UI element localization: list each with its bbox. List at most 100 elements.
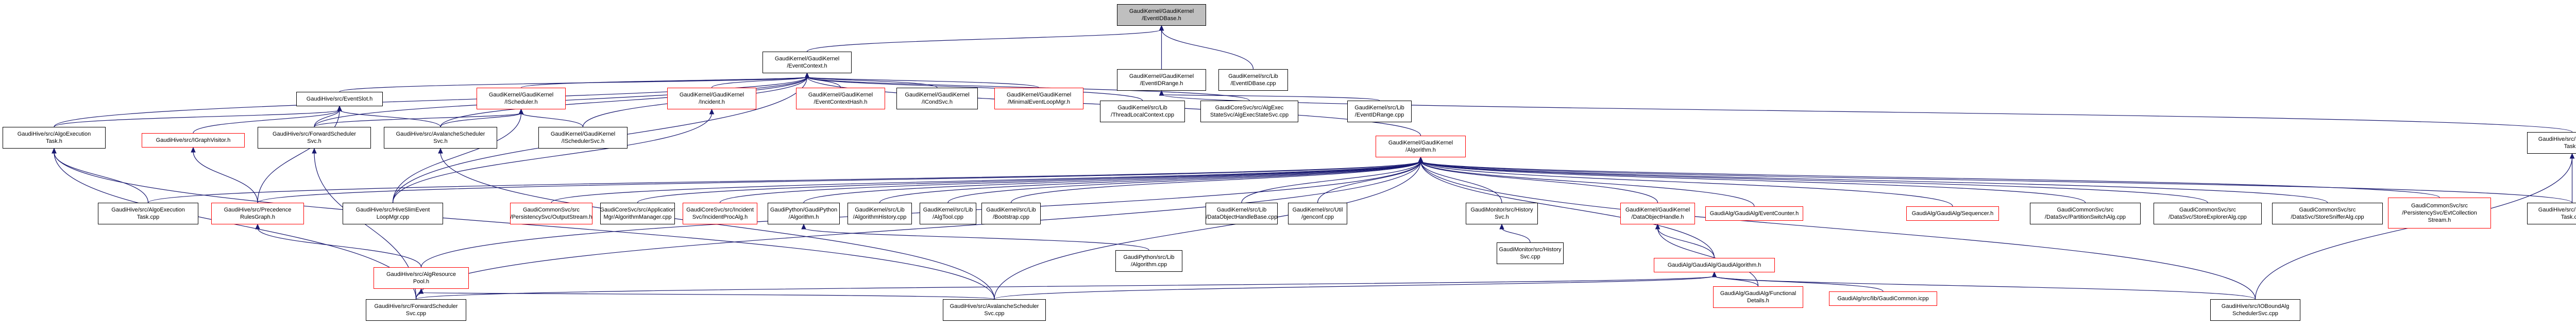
graph-node[interactable]: GaudiKernel/src/Lib /ThreadLocalContext.… — [1100, 101, 1185, 122]
dependency-edge — [54, 76, 808, 127]
dependency-edge — [1317, 160, 1421, 203]
dependency-edge — [1420, 160, 1715, 258]
graph-node[interactable]: GaudiHive/src/ForwardScheduler Svc.cpp — [366, 299, 466, 321]
dependency-edge — [1420, 160, 2573, 203]
graph-node[interactable]: GaudiKernel/GaudiKernel /ISchedulerSvc.h — [538, 127, 628, 149]
dependency-edge — [1420, 160, 1953, 207]
graph-node[interactable]: GaudiCommonSvc/src /DataSvc/StoreSniffer… — [2272, 203, 2383, 224]
arrowhead-icon — [1711, 271, 1717, 278]
dependency-edge — [1501, 227, 1531, 243]
graph-node[interactable]: GaudiAlg/GaudiAlg/Sequencer.h — [1906, 206, 1999, 221]
graph-node[interactable]: GaudiHive/src/AlgoExecution Task.h — [3, 127, 106, 149]
dependency-edge — [1714, 275, 1759, 287]
graph-node[interactable]: GaudiHive/src/IOBoundAlg Task.cpp — [2527, 203, 2576, 224]
dependency-edge — [1420, 160, 2440, 198]
graph-node[interactable]: GaudiHive/src/Precedence RulesGraph.h — [211, 203, 304, 224]
dependency-edge — [415, 275, 1715, 300]
graph-node[interactable]: GaudiKernel/src/Util /genconf.cpp — [1288, 203, 1347, 224]
graph-node[interactable]: GaudiAlg/GaudiAlg/Functional Details.h — [1713, 286, 1803, 308]
graph-node[interactable]: GaudiHive/src/IGraphVisitor.h — [142, 133, 245, 148]
dependency-edge — [711, 76, 808, 88]
graph-node[interactable]: GaudiKernel/GaudiKernel /DataObjectHandl… — [1620, 203, 1695, 224]
graph-node[interactable]: GaudiKernel/GaudiKernel /EventIDRange.h — [1117, 69, 1206, 91]
graph-node[interactable]: GaudiCommonSvc/src /DataSvc/StoreExplore… — [2154, 203, 2262, 224]
graph-node[interactable]: GaudiHive/src/HiveSlimEvent LoopMgr.cpp — [343, 203, 443, 224]
dependency-edge — [520, 76, 808, 88]
graph-node[interactable]: GaudiPython/src/Lib /Algorithm.cpp — [1115, 250, 1182, 272]
graph-node[interactable]: GaudiKernel/src/Lib /AlgorithmHistory.cp… — [848, 203, 912, 224]
graph-node[interactable]: GaudiKernel/src/Lib /DataObjectHandleBas… — [1206, 203, 1278, 224]
graph-node[interactable]: GaudiKernel/GaudiKernel /MinimalEventLoo… — [994, 88, 1083, 109]
arrowhead-icon — [1418, 156, 1423, 162]
graph-node[interactable]: GaudiAlg/GaudiAlg/EventCounter.h — [1705, 206, 1803, 221]
graph-node[interactable]: GaudiKernel/src/Lib /AlgTool.cpp — [920, 203, 976, 224]
dependency-edge — [147, 160, 1421, 203]
graph-node[interactable]: GaudiHive/src/AlgResource Pool.h — [374, 267, 469, 289]
graph-node[interactable]: GaudiHive/src/ForwardScheduler Svc.h — [258, 127, 371, 149]
dependency-edge — [1010, 160, 1421, 203]
graph-node[interactable]: GaudiMonitor/src/History Svc.cpp — [1497, 242, 1564, 264]
graph-node[interactable]: GaudiCoreSvc/src/Application Mgr/Algorit… — [600, 203, 675, 224]
dependency-edge — [520, 112, 584, 127]
graph-node[interactable]: GaudiMonitor/src/History Svc.h — [1466, 203, 1538, 224]
graph-node[interactable]: GaudiKernel/GaudiKernel /EventContext.h — [762, 52, 852, 73]
dependency-edge — [1657, 227, 1715, 258]
graph-node[interactable]: GaudiPython/GaudiPython /Algorithm.h — [768, 203, 840, 224]
dependency-edge — [392, 112, 522, 203]
graph-node[interactable]: GaudiCoreSvc/src/Incident Svc/IncidentPr… — [683, 203, 757, 224]
graph-node[interactable]: GaudiCoreSvc/src/AlgExec StateSvc/AlgExe… — [1200, 101, 1298, 122]
arrowhead-icon — [1159, 25, 1164, 31]
dependency-edge — [806, 76, 1040, 88]
graph-node[interactable]: GaudiHive/src/AlgoExecution Task.cpp — [98, 203, 198, 224]
dependency-edge — [994, 160, 1421, 300]
dependency-edge — [1420, 160, 1755, 207]
graph-node[interactable]: GaudiKernel/GaudiKernel /IScheduler.h — [477, 88, 566, 109]
graph-node[interactable]: GaudiCommonSvc/src /PersistencySvc/EvtCo… — [2388, 198, 2491, 229]
arrowhead-icon — [337, 105, 342, 111]
dependency-edge — [1420, 160, 2208, 203]
graph-node[interactable]: GaudiKernel/src/Lib /EventIDBase.cpp — [1218, 69, 1288, 91]
graph-node[interactable]: GaudiHive/src/IOBoundAlg Task.h — [2527, 132, 2576, 154]
dependency-edge — [1420, 160, 2256, 300]
dependency-edge — [257, 109, 340, 203]
dependency-edge — [415, 160, 1421, 300]
graph-root-node: GaudiKernel/GaudiKernel /EventIDBase.h — [1117, 4, 1206, 26]
arrowhead-icon — [1159, 90, 1164, 96]
dependency-edge — [257, 227, 422, 268]
graph-node[interactable]: GaudiAlg/GaudiAlg/GaudiAlgorithm.h — [1654, 258, 1775, 272]
arrowhead-icon — [804, 72, 810, 78]
graph-node[interactable]: GaudiKernel/GaudiKernel /ICondSvc.h — [896, 88, 978, 109]
dependency-edge — [637, 160, 1421, 203]
dependency-edge — [1241, 160, 1421, 203]
graph-node[interactable]: GaudiHive/src/AvalancheScheduler Svc.h — [384, 127, 497, 149]
graph-node[interactable]: GaudiKernel/src/Lib /EventIDRange.cpp — [1347, 101, 1412, 122]
arrowhead-icon — [312, 148, 317, 154]
dependency-edge — [947, 160, 1421, 203]
dependency-edge — [994, 275, 1715, 300]
arrowhead-icon — [191, 146, 196, 153]
graph-node[interactable]: GaudiKernel/GaudiKernel /Incident.h — [667, 88, 756, 109]
graph-node[interactable]: GaudiCommonSvc/src /PersistencySvc/Outpu… — [510, 203, 592, 224]
dependency-edge — [257, 160, 1421, 203]
graph-node[interactable]: GaudiKernel/GaudiKernel /EventContextHas… — [796, 88, 885, 109]
dependency-edge — [1161, 94, 1380, 101]
dependency-edge — [314, 109, 340, 127]
dependency-edge — [1657, 227, 1759, 287]
graph-node[interactable]: GaudiHive/src/IOBoundAlg SchedulerSvc.cp… — [2210, 299, 2300, 321]
arrowhead-icon — [52, 148, 57, 154]
dependency-edge — [54, 152, 995, 300]
dependency-edge — [54, 152, 417, 300]
dependency-edge — [193, 151, 258, 203]
dependency-edge — [806, 29, 1162, 52]
dependency-edge — [806, 76, 1143, 101]
dependency-edge — [314, 112, 522, 127]
graph-node[interactable]: GaudiKernel/GaudiKernel /Algorithm.h — [1376, 136, 1466, 157]
graph-node[interactable]: GaudiKernel/src/Lib /Bootstrap.cpp — [981, 203, 1041, 224]
dependency-edge — [879, 160, 1421, 203]
arrowhead-icon — [2569, 153, 2575, 159]
graph-node[interactable]: GaudiAlg/src/lib/GaudiCommon.icpp — [1829, 291, 1937, 306]
graph-node[interactable]: GaudiHive/src/AvalancheScheduler Svc.cpp — [943, 299, 1046, 321]
graph-node[interactable]: GaudiCommonSvc/src /DataSvc/PartitionSwi… — [2030, 203, 2141, 224]
graph-node[interactable]: GaudiHive/src/EventSlot.h — [296, 92, 383, 106]
